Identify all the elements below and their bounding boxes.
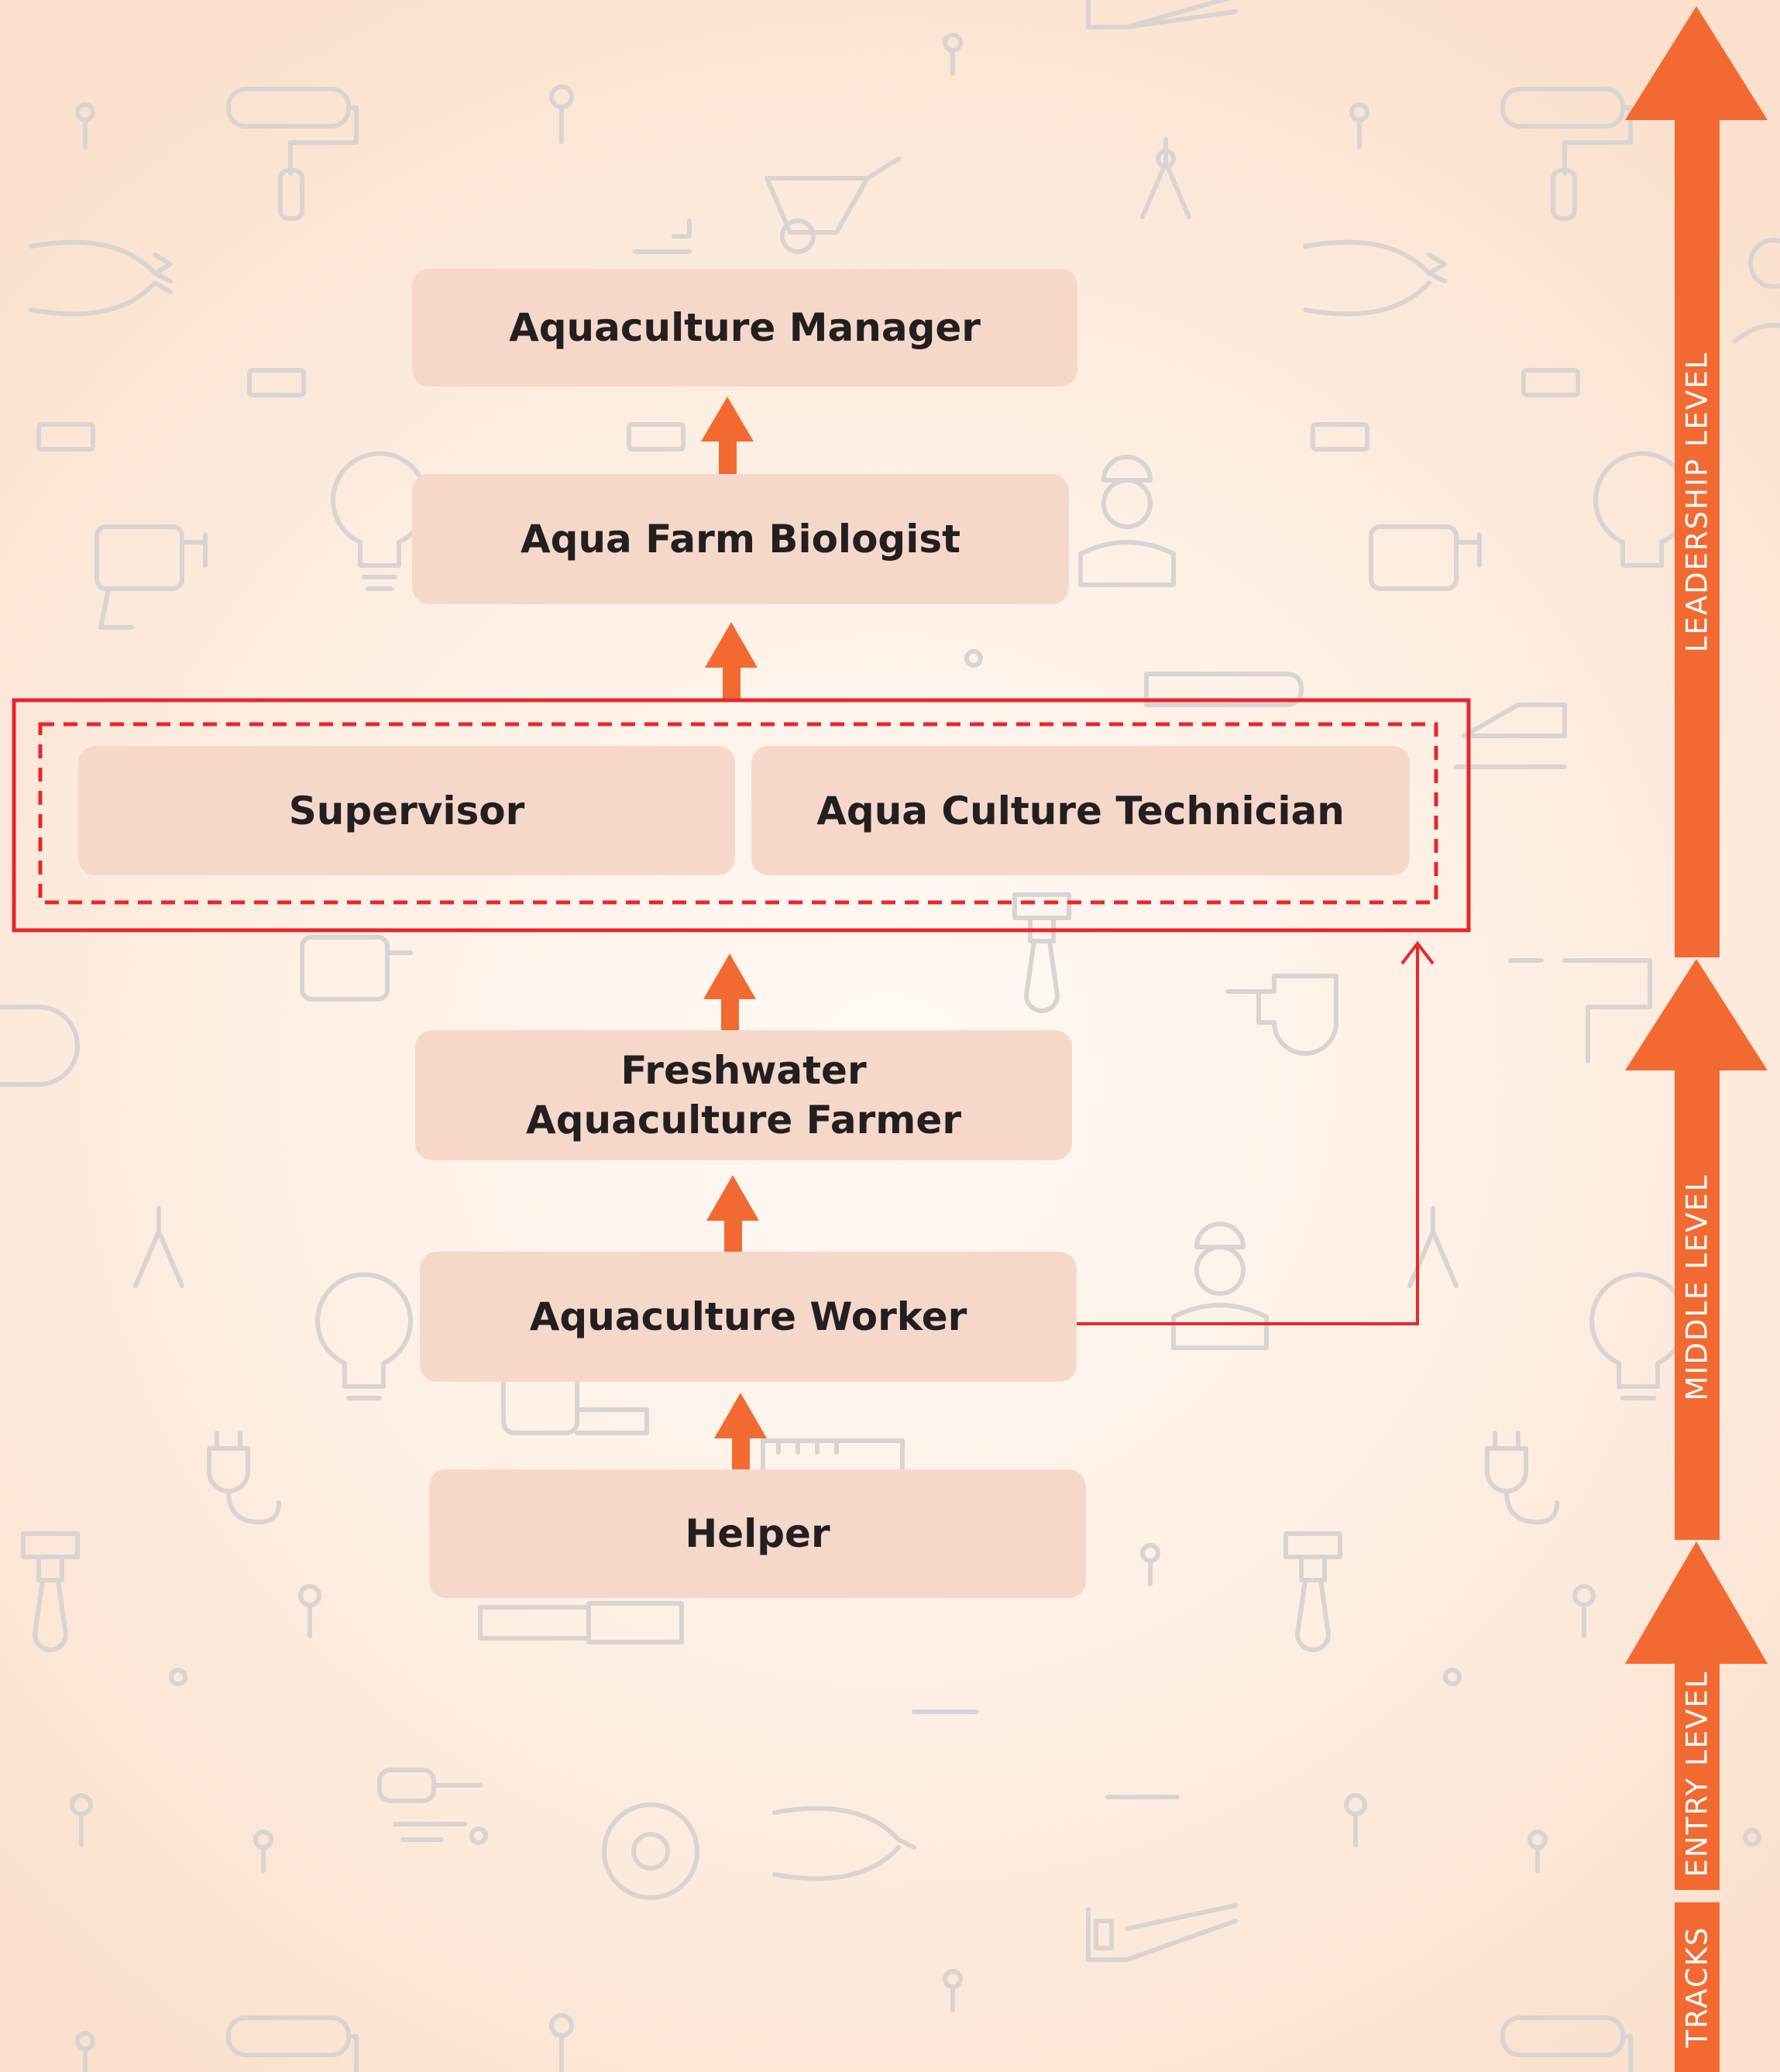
node-aquaculture-worker: Aquaculture Worker [420,1252,1077,1382]
entry-track-arrow [1625,1541,1768,1890]
paint-roller-icon [1500,2015,1633,2072]
wheelbarrow-icon [765,156,901,254]
drill-icon [94,524,208,630]
plug-icon [207,1431,281,1524]
node-freshwater-aquaculture-farmer: Freshwater Aquaculture Farmer [415,1030,1072,1160]
pliers-icon [772,1806,916,1881]
drill-icon [1369,524,1482,591]
drill-icon [300,935,413,1002]
compass-icon [1407,1206,1459,1288]
saw-icon [1086,0,1238,29]
highlight-inner-dashed-frame [38,722,1438,905]
light-bulb-icon [315,1272,413,1400]
saw-blade-icon [602,1802,699,1900]
paint-roller-icon [226,2015,359,2072]
shovel-icon [0,1005,80,1087]
paint-roller-icon [226,87,359,221]
worker-helmet-icon [1733,238,1780,343]
worker-helmet-icon [1078,455,1176,587]
track-label-leadership: LEADERSHIP LEVEL [1680,351,1714,653]
screwdriver-icon [377,1768,488,1845]
drill-icon [1508,958,1652,1063]
arrow-up-icon [703,954,756,1030]
arrow-up-icon [714,1393,767,1469]
track-label-middle: MIDDLE LEVEL [1680,1173,1714,1401]
saw-icon [1086,1903,1238,1962]
compass-icon [133,1206,184,1288]
tracks-title: TRACKS [1680,1926,1714,2048]
pliers-icon [1303,239,1447,317]
connector-arrowhead-icon [1400,940,1435,965]
arrow-up-icon [706,1175,759,1252]
plug-icon [1485,1431,1559,1524]
paint-roller-icon [1500,87,1633,221]
leadership-track-arrow [1625,6,1768,957]
arrow-up-icon [701,397,754,474]
pliers-icon [29,239,173,317]
compass-icon [1140,137,1191,219]
highlight-outer-frame [12,698,1471,933]
node-helper: Helper [429,1469,1086,1598]
node-aqua-culture-technician: Aqua Culture Technician [751,746,1410,875]
paint-brush-icon [21,1531,80,1652]
middle-track-arrow [1625,959,1768,1540]
nail-icon [36,33,1761,2072]
shovel-icon [1225,974,1338,1056]
arrow-up-icon [705,622,758,699]
screwdriver-icon [478,1601,684,1644]
track-label-entry: ENTRY LEVEL [1680,1670,1714,1878]
tracks-title-bar [1675,1902,1720,2072]
worker-helmet-icon [1171,1222,1269,1350]
node-aqua-farm-biologist: Aqua Farm Biologist [412,474,1069,604]
worker-to-technician-connector [1077,947,1419,1325]
paint-brush-icon [1283,1531,1342,1652]
node-supervisor: Supervisor [78,746,735,875]
node-aquaculture-manager: Aquaculture Manager [412,269,1077,387]
